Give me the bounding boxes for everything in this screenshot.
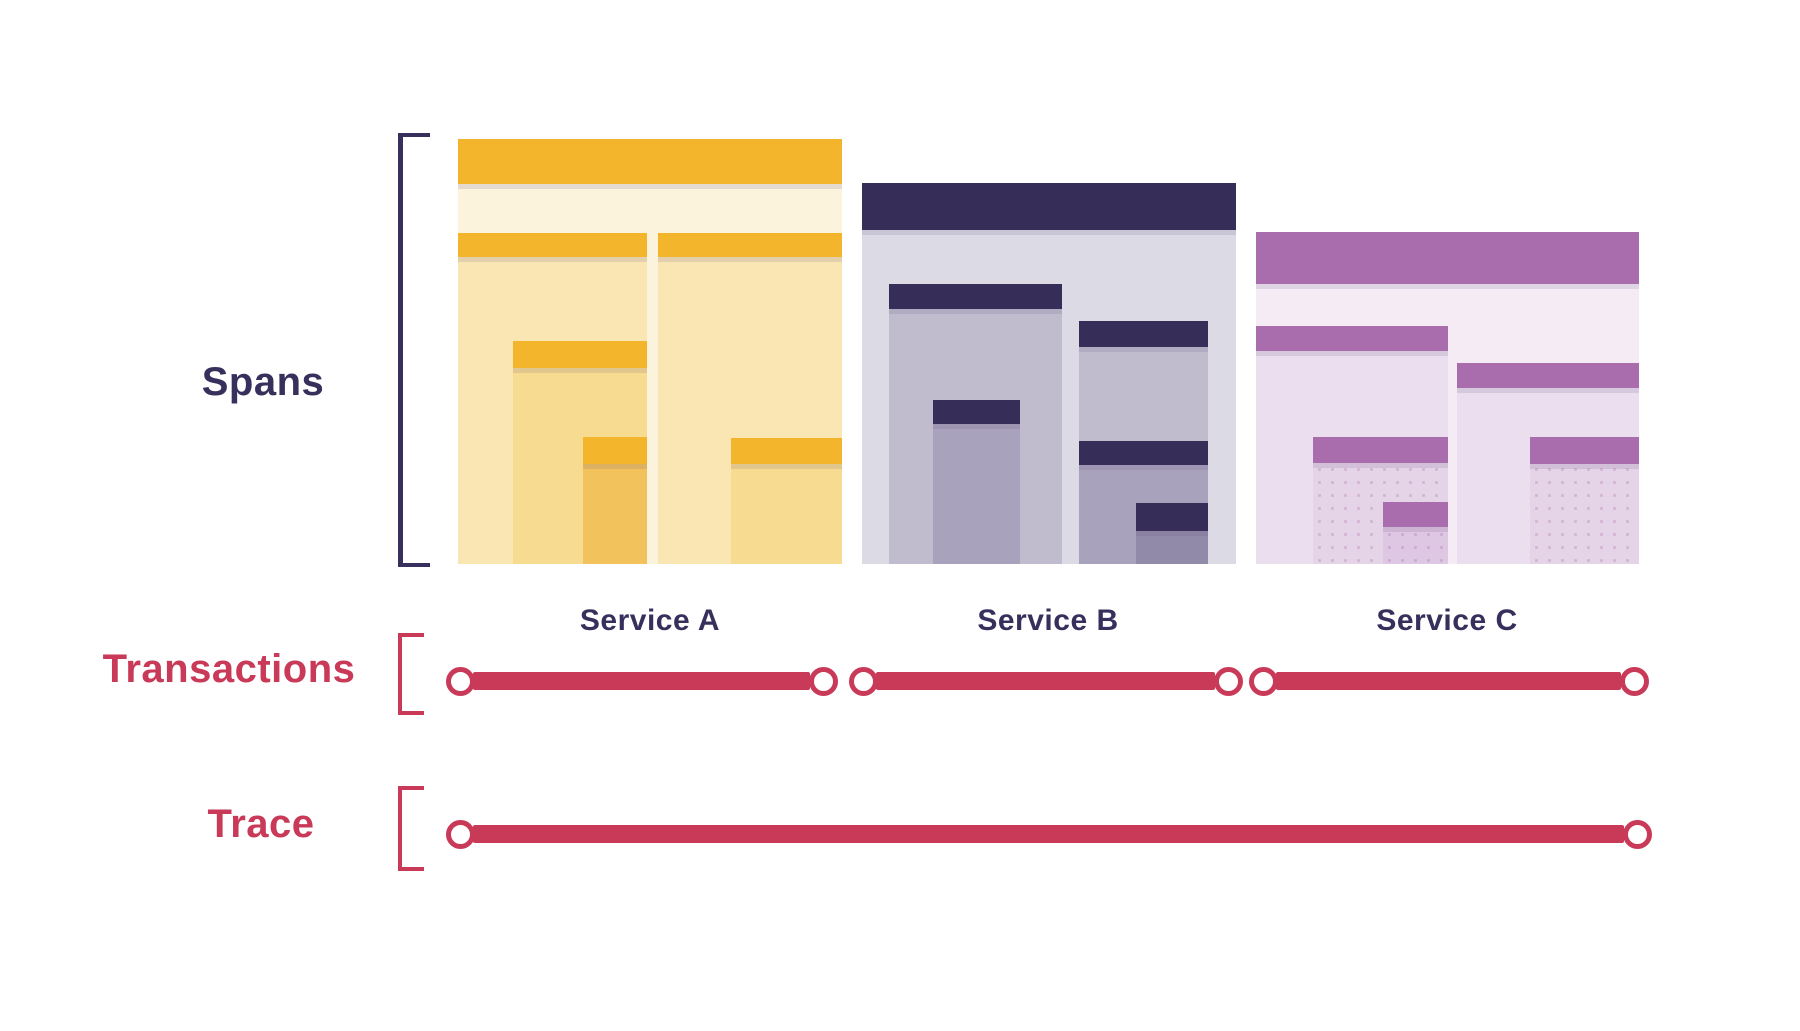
trace-bracket <box>398 786 424 871</box>
span-service-b <box>933 400 1020 564</box>
transaction-endpoint-circle <box>1248 666 1278 696</box>
trace-line <box>473 825 1624 843</box>
span-bar-service-b <box>889 284 1062 309</box>
span-bar-service-c <box>1313 437 1448 463</box>
transaction-endpoint-circle <box>1213 666 1243 696</box>
span-service-b <box>1136 503 1208 564</box>
span-bar-service-b <box>1136 503 1208 531</box>
trace-endpoint-circle <box>445 819 475 849</box>
span-bar-service-b <box>1079 441 1208 465</box>
transaction-line <box>876 672 1215 690</box>
span-bar-service-c <box>1383 502 1448 527</box>
span-bar-service-a <box>583 437 647 464</box>
span-bar-service-a <box>731 438 842 464</box>
span-bar-service-c <box>1530 437 1639 464</box>
span-service-a <box>583 437 647 564</box>
service-a-label: Service A <box>579 604 721 637</box>
span-service-c <box>1530 437 1639 564</box>
span-service-a <box>731 438 842 564</box>
span-bar-service-c <box>1457 363 1639 388</box>
service-b-label: Service B <box>977 604 1119 637</box>
span-bar-service-b <box>933 400 1020 424</box>
transaction-endpoint-circle <box>445 666 475 696</box>
transaction-endpoint-circle <box>808 666 838 696</box>
span-bar-service-a <box>458 233 647 257</box>
span-bar-service-a <box>658 233 842 257</box>
transaction-line <box>1276 672 1621 690</box>
transactions-bracket <box>398 633 424 715</box>
spans-bracket <box>398 133 430 567</box>
span-service-c <box>1383 502 1448 564</box>
span-bar-service-b <box>862 183 1236 230</box>
span-bar-service-c <box>1256 232 1639 284</box>
span-bar-service-c <box>1256 326 1448 351</box>
trace-label: Trace <box>207 802 315 846</box>
transaction-endpoint-circle <box>848 666 878 696</box>
service-c-label: Service C <box>1376 604 1518 637</box>
span-bar-service-a <box>513 341 647 368</box>
spans-label: Spans <box>201 360 325 404</box>
span-bar-service-b <box>1079 321 1208 347</box>
transaction-line <box>473 672 810 690</box>
transaction-endpoint-circle <box>1619 666 1649 696</box>
trace-endpoint-circle <box>1622 819 1652 849</box>
transactions-label: Transactions <box>102 647 356 691</box>
span-bar-service-a <box>458 139 842 184</box>
